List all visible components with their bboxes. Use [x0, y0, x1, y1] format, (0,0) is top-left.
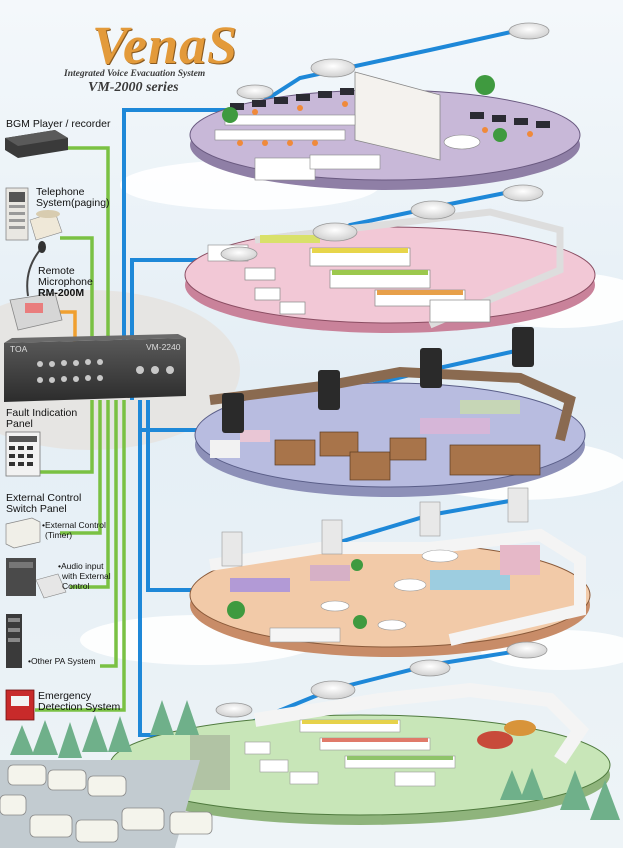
- fault-cable: [40, 400, 94, 474]
- phone-cable: [60, 236, 94, 338]
- emergency-cable: [35, 400, 126, 712]
- brand-subtitle: Integrated Voice Evacuation System: [64, 69, 206, 79]
- fault-label-1: Fault Indication: [6, 407, 78, 419]
- ext-label-1: External Control: [6, 492, 82, 504]
- audio-label-3: Control: [62, 581, 90, 591]
- audio-label-2: with External: [62, 571, 111, 581]
- emergency-label-2: Detection System: [38, 701, 121, 713]
- pa-cable: [100, 400, 118, 668]
- emergency-detection-device: [5, 689, 35, 721]
- fault-label-2: Panel: [6, 418, 33, 430]
- telephone-device: [5, 187, 63, 241]
- mic-label-2: Microphone: [38, 276, 93, 288]
- audio-input-device: [6, 558, 67, 599]
- trees: [10, 700, 620, 820]
- audio-cable: [70, 400, 110, 589]
- mic-label-1: Remote: [38, 265, 75, 277]
- cars: [0, 764, 213, 843]
- other-pa-label: •Other PA System: [28, 656, 96, 666]
- telephone-label-1: Telephone: [36, 186, 85, 198]
- amplifier-device: [4, 334, 186, 402]
- timer-device: [5, 517, 41, 549]
- floor-boutique: [189, 487, 591, 657]
- floor-office: [189, 71, 581, 190]
- remote-microphone-device: [9, 241, 63, 331]
- ext-label-2: Switch Panel: [6, 503, 67, 515]
- timer-label-1: •External Control: [42, 520, 106, 530]
- bgm-cable: [68, 146, 110, 338]
- ceiling-speakers: [215, 22, 550, 718]
- bgm-player-device: [5, 130, 68, 158]
- brand-logo-text: VenaS: [92, 15, 239, 75]
- telephone-label-2: System(paging): [36, 197, 110, 209]
- mic-model: RM-200M: [38, 287, 85, 299]
- bgm-label: BGM Player / recorder: [6, 118, 111, 130]
- floor-fashion: [194, 327, 586, 497]
- amp-model: VM-2240: [146, 342, 181, 352]
- mic-cable: [55, 310, 77, 345]
- brand-logo: VenaS: [92, 14, 238, 76]
- timer-label-2: (Timer): [45, 530, 73, 540]
- amp-brand: TOA: [10, 344, 28, 354]
- emergency-label-1: Emergency: [38, 690, 92, 702]
- other-pa-device: [6, 614, 22, 668]
- brand-series: VM-2000 series: [88, 80, 179, 95]
- floor-shop: [184, 208, 596, 333]
- fault-indication-panel: [5, 431, 41, 477]
- timer-cable: [60, 400, 102, 535]
- office-speaker-line: [122, 28, 521, 345]
- audio-label-1: •Audio input: [58, 561, 104, 571]
- floor-market: [109, 682, 611, 825]
